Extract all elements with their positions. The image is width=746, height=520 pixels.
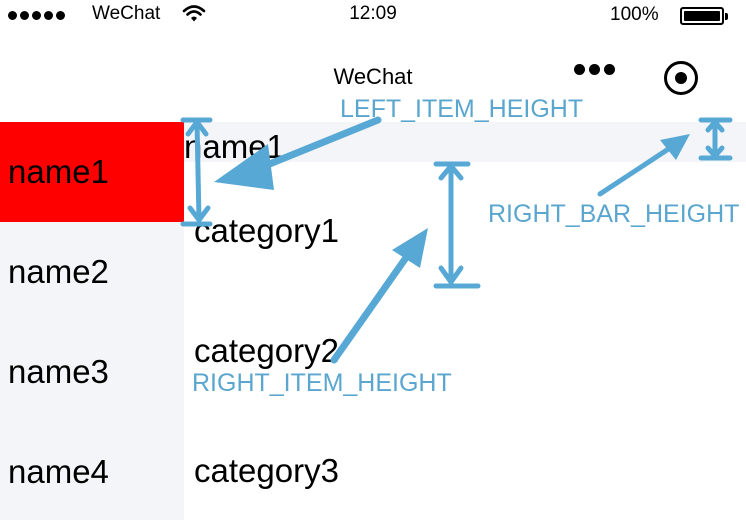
more-dots-icon[interactable] xyxy=(574,64,615,75)
page-title: WeChat xyxy=(333,64,413,89)
category-item-1[interactable]: category1 xyxy=(194,212,339,249)
left-menu-item-label: name4 xyxy=(8,453,109,490)
target-circle-icon[interactable] xyxy=(664,61,698,95)
signal-dots-icon xyxy=(8,11,65,20)
left-item-height-label: LEFT_ITEM_HEIGHT xyxy=(340,95,584,123)
battery-icon xyxy=(680,7,728,25)
battery-percent: 100% xyxy=(610,4,659,25)
category-item-3[interactable]: category3 xyxy=(194,452,339,489)
navigation-bar: WeChat xyxy=(0,32,746,122)
right-item-height-label: RIGHT_ITEM_HEIGHT xyxy=(192,369,452,397)
left-menu-item-label: name3 xyxy=(8,353,109,390)
status-bar: WeChat 12:09 100% xyxy=(0,0,746,32)
left-menu-item-name2[interactable]: name2 xyxy=(0,222,184,322)
right-sticky-bar: name1 xyxy=(184,122,746,162)
left-menu-item-label: name2 xyxy=(8,253,109,290)
left-menu-item-name1[interactable]: name1 xyxy=(0,122,184,222)
right-item-height-marker xyxy=(433,161,481,289)
left-menu-item-name4[interactable]: name4 xyxy=(0,422,184,520)
left-menu-item-name3[interactable]: name3 xyxy=(0,322,184,422)
category-item-2[interactable]: category2 xyxy=(194,332,339,369)
wifi-icon xyxy=(182,5,206,22)
arrow-right-item-height xyxy=(330,248,414,364)
right-bar-label: name1 xyxy=(184,128,285,162)
left-menu-item-label: name1 xyxy=(8,153,109,190)
arrow-head-icon xyxy=(392,228,428,268)
right-bar-height-label: RIGHT_BAR_HEIGHT xyxy=(488,200,740,228)
carrier-name: WeChat xyxy=(92,3,161,24)
status-time: 12:09 xyxy=(349,3,397,24)
